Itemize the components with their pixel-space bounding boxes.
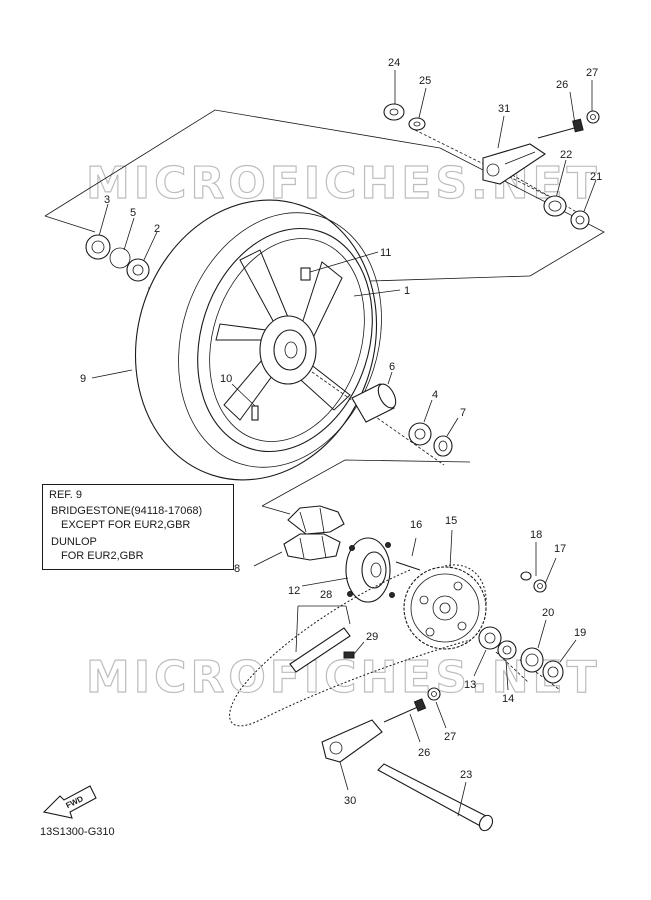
right-hub-parts-group [473,542,577,691]
callout-27: 27 [586,67,598,79]
clip-29-icon [343,641,365,659]
callout-20: 20 [542,607,554,619]
clutch-hub-12-icon [301,537,395,603]
callout-22: 22 [560,149,572,161]
callout-26: 26 [556,79,568,91]
nut-17-icon [533,579,547,593]
ref-bridgestone-scope: EXCEPT FOR EUR2,GBR [61,519,191,531]
chain-joint-28-icon [289,605,351,673]
callout-5: 5 [130,207,136,219]
hub-spacer-group [311,371,459,466]
callout-31: 31 [498,103,510,115]
callout-2: 2 [154,223,160,235]
callout-8: 8 [234,563,240,575]
callout-19: 19 [574,627,586,639]
fwd-arrow-icon: FWD [42,785,97,819]
callout-11: 11 [380,247,391,259]
wheel-axle-23-icon [377,763,494,832]
callout-12: 12 [288,585,300,597]
callout-28: 28 [320,589,332,601]
callout-16: 16 [410,519,422,531]
diagram-code: 13S1300-G310 [40,826,115,838]
sprocket-plane-outline [261,459,471,515]
ref-bridgestone: BRIDGESTONE(94118-17068) [51,505,203,517]
collar-22-icon [543,195,567,217]
lower-chain-adjuster-group [321,687,494,832]
drive-chain-icon [229,564,487,727]
circlip-14-icon [497,640,517,660]
bearing-2-icon [126,258,150,282]
washer-25-icon [408,117,426,131]
ref-dunlop-scope: FOR EUR2,GBR [61,550,144,562]
leader-1 [353,289,401,297]
nut-27-lower-icon [427,687,441,701]
ref-dunlop: DUNLOP [51,536,97,548]
bearing-4-icon [408,422,432,446]
balance-weight-11-icon [300,251,379,281]
callout-23: 23 [460,769,472,781]
oil-seal-3-icon [85,234,111,260]
callout-25: 25 [419,75,431,87]
callout-17: 17 [554,543,566,555]
callout-4: 4 [432,389,438,401]
collar-19-icon [542,660,564,684]
sprocket-15-icon [403,529,487,650]
callout-1: 1 [404,285,410,297]
callout-30: 30 [344,795,356,807]
callout-26-lower: 26 [418,747,430,759]
callout-24: 24 [388,57,400,69]
reference-note-box: REF. 9 BRIDGESTONE(94118-17068) EXCEPT F… [42,484,234,570]
callout-labels: 24 25 26 27 31 22 21 3 5 2 11 1 9 10 6 4… [80,57,602,807]
callout-15: 15 [445,515,457,527]
bolt-26-lower-icon [383,698,427,723]
spacer-6-icon [351,383,397,423]
circlip-5-icon [109,247,131,269]
nut-27-icon [586,110,600,124]
hub-icon [259,315,317,385]
callout-18: 18 [530,529,542,541]
bolt-26-icon [537,118,584,139]
callout-29: 29 [366,631,378,643]
wheel-damper-8-icon [253,505,345,567]
valve-10-icon [231,383,259,421]
callout-3: 3 [104,194,110,206]
callout-13: 13 [464,679,476,691]
rear-wheel-assembly [91,199,401,481]
ref-title: REF. 9 [49,489,83,501]
chain-puller-31-icon [482,143,546,185]
collar-21-icon [570,210,590,230]
callout-27-lower: 27 [444,731,456,743]
bearing-13-icon [478,626,502,650]
callout-21: 21 [590,171,602,183]
callout-9: 9 [80,373,86,385]
upper-chain-adjuster-group [383,70,600,230]
chain-puller-30-icon [321,719,383,763]
callout-7: 7 [460,407,466,419]
callout-6: 6 [389,361,395,373]
left-bearing-group [85,203,158,282]
callout-10: 10 [220,373,232,385]
stud-bolt-16-icon [395,537,421,571]
collar-7-icon [433,435,453,457]
oil-seal-20-icon [520,647,544,673]
washer-18-icon [520,571,532,581]
nut-24-icon [383,103,405,121]
leader-9 [91,369,133,379]
callout-14: 14 [502,693,514,705]
watermark-bottom: MICROFICHES.NET [86,652,601,703]
